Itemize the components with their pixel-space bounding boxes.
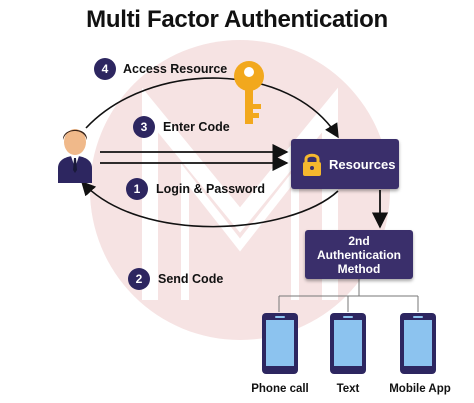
- arc-access-resource: [85, 77, 339, 139]
- auth-method-box: 2nd Authentication Method: [305, 230, 413, 279]
- user-icon: [58, 129, 92, 183]
- resources-box: Resources: [291, 139, 399, 189]
- phone-icon: [400, 313, 436, 374]
- auth-method-line: Method: [337, 261, 381, 276]
- step-number-badge: 2: [128, 268, 150, 290]
- device-label-text: Text: [336, 383, 360, 395]
- resources-label: Resources: [329, 156, 396, 172]
- arc-send-code: [81, 180, 339, 228]
- step-number-badge: 4: [94, 58, 116, 80]
- step-label-enter-code: Enter Code: [163, 120, 230, 134]
- step-number-badge: 1: [126, 178, 148, 200]
- phone-icon: [262, 313, 298, 374]
- step-label-login-password: Login & Password: [156, 182, 266, 196]
- step-label-access-resource: Access Resource: [123, 62, 228, 76]
- page-title: Multi Factor Authentication: [86, 6, 388, 33]
- device-label-mobile-app: Mobile App: [389, 383, 451, 395]
- key-icon: [234, 61, 264, 124]
- auth-method-line: 2nd: [348, 233, 370, 248]
- step-label-send-code: Send Code: [158, 272, 224, 286]
- step-number-badge: 3: [133, 116, 155, 138]
- device-label-phone-call: Phone call: [251, 383, 309, 395]
- lock-icon: [303, 153, 321, 176]
- device-connectors: [278, 279, 419, 312]
- phone-icon: [330, 313, 366, 374]
- auth-method-line: Authentication: [317, 247, 401, 262]
